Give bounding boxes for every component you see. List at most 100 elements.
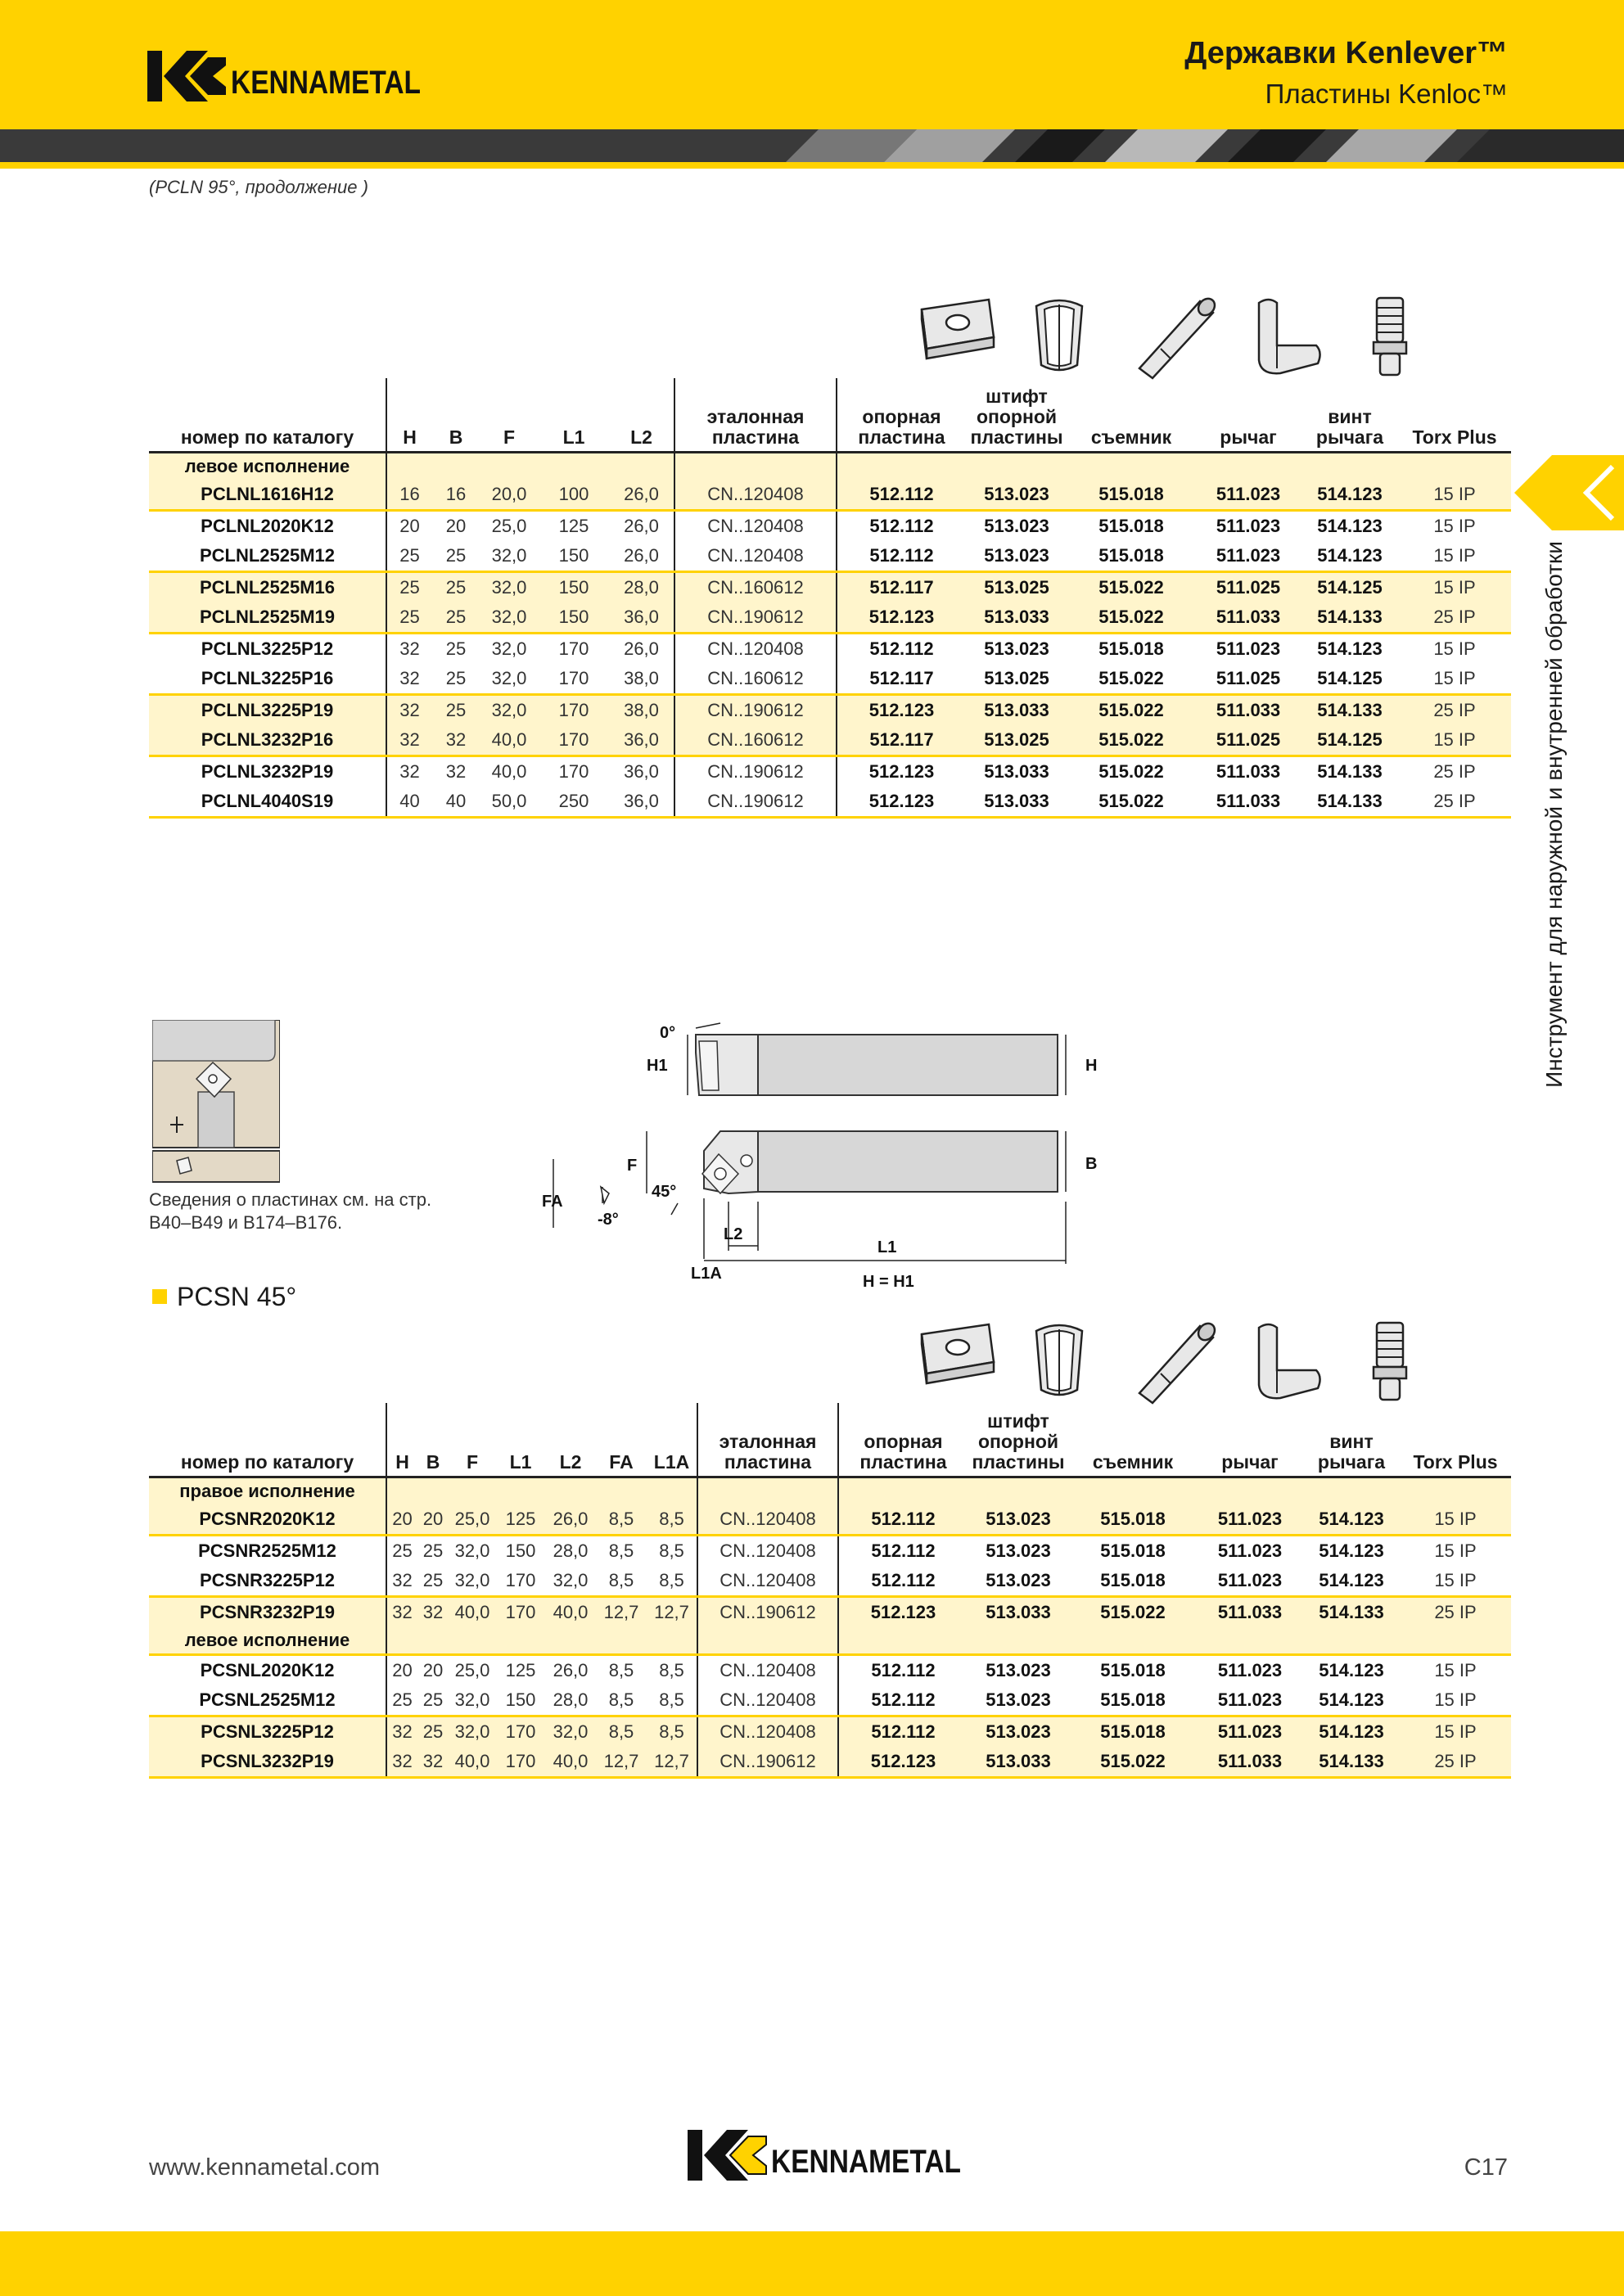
cell: 25 <box>432 602 480 634</box>
page-header: KENNAMETAL Державки Kenlever™ Пластины K… <box>0 0 1624 129</box>
cell: 32,0 <box>480 631 539 664</box>
cell: 513.025 <box>966 724 1067 757</box>
cell: 512.123 <box>836 602 966 634</box>
col-catalog: номер по каталогу <box>149 1403 386 1478</box>
cell: 170 <box>496 1565 545 1598</box>
cell: 511.033 <box>1195 754 1301 787</box>
cell <box>697 1477 838 1504</box>
cell: 40,0 <box>449 1595 496 1627</box>
cell: 8,5 <box>647 1533 697 1566</box>
cell: 25 IP <box>1398 602 1511 634</box>
cell: 150 <box>496 1685 545 1717</box>
cell: 12,7 <box>647 1746 697 1779</box>
cell: 515.022 <box>1069 1746 1197 1779</box>
cell: PCSNL2525M12 <box>149 1685 386 1717</box>
cell: 513.033 <box>966 692 1067 725</box>
cell: CN..120408 <box>697 1533 838 1566</box>
seat-plate-icon <box>920 1323 995 1385</box>
cell: 25 <box>432 570 480 602</box>
cell: 25 <box>386 1685 417 1717</box>
lever-screw-icon <box>1372 1321 1408 1401</box>
cell: CN..190612 <box>674 786 837 819</box>
cell: 25 IP <box>1400 1595 1511 1627</box>
cell <box>697 1626 838 1656</box>
cell: 12,7 <box>596 1595 647 1627</box>
cell <box>1197 1477 1303 1504</box>
cell: 32 <box>386 724 432 757</box>
cell: 32 <box>386 1746 417 1779</box>
cell: 513.023 <box>968 1685 1069 1717</box>
cell: 513.025 <box>966 663 1067 696</box>
cell: 170 <box>539 692 609 725</box>
cell: 515.018 <box>1069 1653 1197 1685</box>
lever-icon <box>1257 1323 1321 1400</box>
cell: 512.117 <box>836 724 966 757</box>
cell: 25 IP <box>1398 786 1511 819</box>
cell <box>1301 452 1398 480</box>
cell: PCLNL3232P16 <box>149 724 386 757</box>
cell <box>674 452 837 480</box>
cell: 513.023 <box>966 631 1067 664</box>
footer-bar <box>0 2231 1624 2296</box>
cell: 513.023 <box>966 540 1067 573</box>
kennametal-logo-footer: KENNAMETAL <box>688 2130 961 2181</box>
footer-url[interactable]: www.kennametal.com <box>149 2154 381 2181</box>
cell: 40,0 <box>480 754 539 787</box>
cell: 514.133 <box>1303 1595 1400 1627</box>
cell: 32 <box>386 754 432 787</box>
cell: 512.112 <box>836 540 966 573</box>
cell: 515.022 <box>1067 724 1195 757</box>
cell: 36,0 <box>609 724 674 757</box>
header-stripe <box>0 129 1624 162</box>
cell: PCLNL2525M16 <box>149 570 386 602</box>
cell: 32,0 <box>449 1565 496 1598</box>
pcln-table: номер по каталогу H B F L1 L2 эталонная … <box>149 378 1511 819</box>
cell: 125 <box>496 1504 545 1536</box>
col-L2: L2 <box>609 378 674 453</box>
cell: 512.112 <box>836 479 966 512</box>
cell: 15 IP <box>1398 570 1511 602</box>
cell: 15 IP <box>1400 1565 1511 1598</box>
lever-icon <box>1257 298 1321 375</box>
cell: 512.112 <box>836 508 966 541</box>
cell: 25 <box>417 1533 449 1566</box>
cell: PCLNL3225P19 <box>149 692 386 725</box>
cell <box>545 1477 596 1504</box>
cell: 513.023 <box>968 1504 1069 1536</box>
cell: 25 <box>386 570 432 602</box>
cell: 32 <box>417 1595 449 1627</box>
cell: 12,7 <box>596 1746 647 1779</box>
parts-icons-bottom <box>149 1319 1511 1410</box>
cell: 32 <box>386 692 432 725</box>
continuation-note: (PCLN 95°, продолжение ) <box>149 177 368 197</box>
col-seat: опорная пластина <box>836 378 966 453</box>
cell: 511.023 <box>1195 479 1301 512</box>
cell: 38,0 <box>609 692 674 725</box>
side-tab-arrow <box>1514 455 1624 530</box>
cell: 515.018 <box>1067 631 1195 664</box>
cell: 15 IP <box>1400 1685 1511 1717</box>
cell: 511.023 <box>1197 1714 1303 1747</box>
cell: 26,0 <box>545 1653 596 1685</box>
cell: PCLNL3225P16 <box>149 663 386 696</box>
cell: 40 <box>386 786 432 819</box>
cell: 512.112 <box>836 631 966 664</box>
cell: 511.025 <box>1195 663 1301 696</box>
cell: 32 <box>386 663 432 696</box>
cell: левое исполнение <box>149 1626 386 1656</box>
cell: 514.133 <box>1301 692 1398 725</box>
cell: 15 IP <box>1400 1533 1511 1566</box>
label-L1: L1 <box>877 1238 896 1256</box>
cell: 8,5 <box>647 1565 697 1598</box>
cell: 26,0 <box>545 1504 596 1536</box>
cell: 32 <box>386 1565 417 1598</box>
cell: 512.112 <box>837 1504 968 1536</box>
cell: 125 <box>539 508 609 541</box>
cell: правое исполнение <box>149 1477 386 1504</box>
